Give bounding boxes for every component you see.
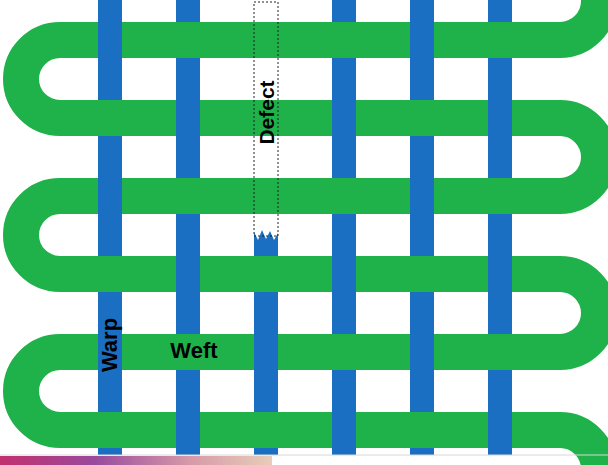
weft-over-crossing — [486, 334, 514, 370]
warp-label: Warp — [99, 318, 121, 372]
warp-thread — [176, 0, 200, 455]
warp-thread — [98, 0, 122, 455]
weft-over-crossing — [408, 100, 436, 136]
weft-over-crossing — [330, 334, 358, 370]
warp-thread — [332, 0, 356, 455]
weft-over-crossing — [408, 256, 436, 292]
weft-thread — [21, 0, 599, 465]
weft-over-crossing — [330, 178, 358, 214]
weft-over-crossing — [486, 22, 514, 58]
weft-over-crossing — [486, 178, 514, 214]
defect-outline — [254, 2, 278, 236]
frame-line — [0, 455, 608, 456]
weft-over-crossing — [174, 178, 202, 214]
defect-label: Defect — [255, 80, 276, 144]
photo-strip — [0, 456, 272, 465]
weft-over-crossing — [408, 412, 436, 448]
weft-over-crossing — [252, 256, 280, 292]
weft-over-crossing — [96, 412, 124, 448]
weft-over-crossing — [330, 22, 358, 58]
weft-over-crossing — [96, 256, 124, 292]
weft-over-crossing — [252, 412, 280, 448]
weft-over-crossing — [96, 100, 124, 136]
warp-thread — [488, 0, 512, 455]
weft-over-crossing — [174, 22, 202, 58]
warp-thread — [410, 0, 434, 455]
weft-label: Weft — [170, 340, 217, 362]
